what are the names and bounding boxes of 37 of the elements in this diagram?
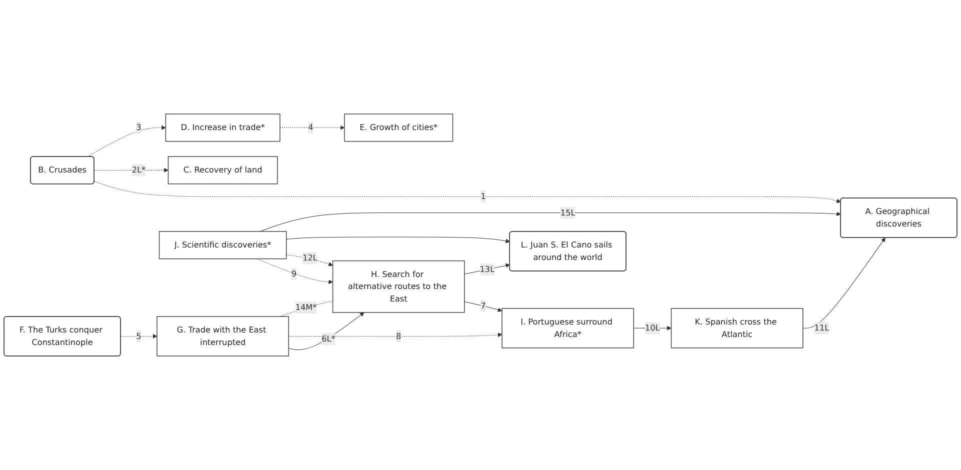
- node-box: C. Recovery of land: [168, 156, 278, 184]
- node-box: E. Growth of cities*: [344, 114, 454, 142]
- node-box: I. Portuguese surround Africa*: [502, 308, 634, 348]
- connector: [280, 300, 334, 317]
- arrow: [802, 238, 886, 328]
- arrow: [256, 258, 333, 284]
- edge-label: 10L: [645, 323, 660, 333]
- edge-label: 9: [291, 268, 297, 278]
- edge-label: 6L*: [322, 334, 336, 344]
- arrow: [288, 312, 364, 350]
- edge-label: 11L: [814, 323, 830, 333]
- edge-label: 14M*: [295, 302, 317, 312]
- edge-label: 8: [396, 331, 402, 341]
- arrow: [464, 301, 502, 312]
- edge-label: 15L: [560, 208, 576, 218]
- edge-label: 7: [480, 300, 486, 310]
- node-box: J. Scientific discoveries*: [158, 231, 287, 260]
- edge-label: 13L: [480, 264, 495, 274]
- arrow: [120, 334, 158, 338]
- arrow: [94, 181, 841, 203]
- arrow: [280, 125, 345, 130]
- edge-label: 2L*: [132, 165, 146, 175]
- node-box: H. Search for alternative routes to the East: [332, 260, 465, 313]
- edge-label: 4: [308, 122, 314, 132]
- arrow: [86, 125, 166, 158]
- edge-label: 3: [136, 122, 142, 132]
- edge-label: 1: [480, 191, 486, 202]
- arrow: [286, 236, 510, 244]
- node-box: D. Increase in trade*: [165, 114, 280, 142]
- arrow: [260, 212, 841, 232]
- edge-label: 12L: [302, 253, 318, 263]
- arrow: [288, 332, 502, 338]
- arrow: [286, 254, 333, 266]
- edge-label: 5: [136, 331, 142, 341]
- arrow: [94, 168, 168, 172]
- node-box: K. Spanish cross the Atlantic: [670, 308, 804, 348]
- node-box: G. Trade with the East interrupted: [156, 316, 290, 356]
